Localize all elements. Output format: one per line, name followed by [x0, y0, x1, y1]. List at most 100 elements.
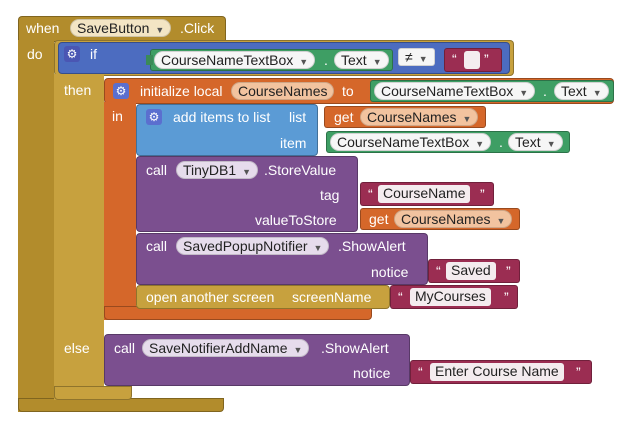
quote-open: “ [452, 51, 457, 67]
chevron-down-icon: ▼ [462, 114, 472, 124]
enter-name-string-input[interactable]: Enter Course Name [430, 363, 564, 381]
store-component-name: TinyDB1 [183, 162, 237, 178]
init-component-name: CourseNameTextBox [381, 83, 514, 99]
init-property-dropdown[interactable]: Text ▼ [554, 82, 609, 100]
item-component-name: CourseNameTextBox [337, 134, 470, 150]
saved-string-value: Saved [451, 262, 491, 278]
chevron-down-icon: ▼ [418, 54, 428, 64]
store-component-dropdown[interactable]: TinyDB1 ▼ [176, 161, 259, 179]
init-property-name: Text [561, 83, 587, 99]
item-component-dropdown[interactable]: CourseNameTextBox ▼ [330, 133, 492, 151]
enter-name-string-value: Enter Course Name [435, 363, 559, 379]
alert-method-label: .ShowAlert [338, 238, 406, 254]
chevron-down-icon: ▼ [546, 139, 556, 149]
in-label: in [112, 108, 123, 124]
quote-open: “ [436, 263, 441, 279]
item-property-dropdown[interactable]: Text ▼ [508, 133, 563, 151]
add-items-label: add items to list [173, 109, 271, 125]
property-dot: . [543, 83, 547, 99]
else-method-label: .ShowAlert [321, 340, 389, 356]
get-var-name: CourseNames [367, 109, 457, 125]
to-label: to [342, 83, 354, 99]
init-component-dropdown[interactable]: CourseNameTextBox ▼ [374, 82, 536, 100]
condition-component-name: CourseNameTextBox [161, 52, 294, 68]
chevron-down-icon: ▼ [293, 345, 303, 355]
item-param-label: item [280, 135, 307, 151]
quote-close: ” [504, 289, 509, 305]
open-screen-block[interactable] [136, 285, 390, 309]
if-block-footer [54, 386, 132, 400]
notice-param-label: notice [353, 365, 391, 381]
event-block-footer [18, 398, 224, 412]
condition-property-dropdown[interactable]: Text ▼ [334, 51, 389, 69]
chevron-down-icon: ▼ [475, 139, 485, 149]
chevron-down-icon: ▼ [519, 88, 529, 98]
local-var-name: CourseNames [238, 83, 328, 99]
else-component-name: SaveNotifierAddName [149, 340, 288, 356]
screen-name-param-label: screenName [292, 289, 372, 305]
if-label: if [90, 46, 97, 62]
open-screen-label: open another screen [146, 289, 275, 305]
mutator-gear-icon[interactable]: ⚙ [146, 109, 162, 125]
store-get-var-name: CourseNames [401, 211, 491, 227]
compare-operator-dropdown[interactable]: ≠▼ [398, 48, 435, 66]
quote-close: ” [576, 364, 581, 380]
chevron-down-icon: ▼ [242, 167, 252, 177]
property-dot: . [324, 52, 328, 68]
get-label: get [334, 109, 354, 125]
add-items-block[interactable] [136, 104, 318, 156]
quote-close: ” [506, 263, 511, 279]
local-var-name-input[interactable]: CourseNames [231, 82, 335, 100]
then-label: then [64, 82, 92, 98]
get-var-dropdown[interactable]: CourseNames ▼ [360, 108, 479, 126]
tag-string-value: CourseName [383, 185, 466, 201]
else-label: else [64, 340, 90, 356]
if-block-spine [54, 74, 104, 400]
connector-notch [146, 55, 153, 65]
chevron-down-icon: ▼ [313, 243, 323, 253]
do-label: do [27, 46, 43, 62]
item-property-name: Text [515, 134, 541, 150]
alert-component-dropdown[interactable]: SavedPopupNotifier ▼ [176, 237, 330, 255]
event-component-name: SaveButton [77, 20, 150, 36]
screen-name-value: MyCourses [415, 288, 486, 304]
when-label: when [26, 20, 60, 36]
chevron-down-icon: ▼ [496, 216, 506, 226]
event-block-spine [18, 40, 54, 412]
call-label: call [146, 238, 168, 254]
quote-close: ” [480, 186, 485, 202]
quote-close: ” [484, 51, 489, 67]
chevron-down-icon: ▼ [155, 25, 165, 35]
get-label: get [369, 211, 389, 227]
tag-param-label: tag [320, 187, 340, 203]
quote-open: “ [368, 186, 373, 202]
empty-string-input[interactable] [464, 51, 480, 69]
saved-string-input[interactable]: Saved [446, 262, 496, 280]
call-label: call [146, 162, 168, 178]
value-param-label: valueToStore [255, 212, 337, 228]
quote-open: “ [398, 289, 403, 305]
store-method-label: .StoreValue [264, 162, 337, 178]
chevron-down-icon: ▼ [299, 57, 309, 67]
call-label: call [114, 340, 136, 356]
chevron-down-icon: ▼ [372, 57, 382, 67]
quote-open: “ [418, 364, 423, 380]
event-component-dropdown[interactable]: SaveButton ▼ [70, 19, 172, 37]
notice-param-label: notice [371, 264, 409, 280]
else-component-dropdown[interactable]: SaveNotifierAddName ▼ [142, 339, 310, 357]
init-local-label: initialize local [140, 83, 223, 99]
compare-operator: ≠ [405, 49, 413, 65]
alert-component-name: SavedPopupNotifier [183, 238, 308, 254]
event-name-label: .Click [180, 20, 215, 36]
tag-string-input[interactable]: CourseName [378, 185, 471, 203]
store-get-var-dropdown[interactable]: CourseNames ▼ [394, 210, 513, 228]
screen-name-input[interactable]: MyCourses [410, 288, 491, 306]
mutator-gear-icon[interactable]: ⚙ [113, 83, 129, 99]
chevron-down-icon: ▼ [592, 88, 602, 98]
property-dot: . [499, 134, 503, 150]
list-param-label: list [289, 109, 307, 125]
condition-property-name: Text [341, 52, 367, 68]
init-local-spine [104, 102, 136, 320]
mutator-gear-icon[interactable]: ⚙ [64, 46, 80, 62]
condition-component-dropdown[interactable]: CourseNameTextBox ▼ [154, 51, 316, 69]
